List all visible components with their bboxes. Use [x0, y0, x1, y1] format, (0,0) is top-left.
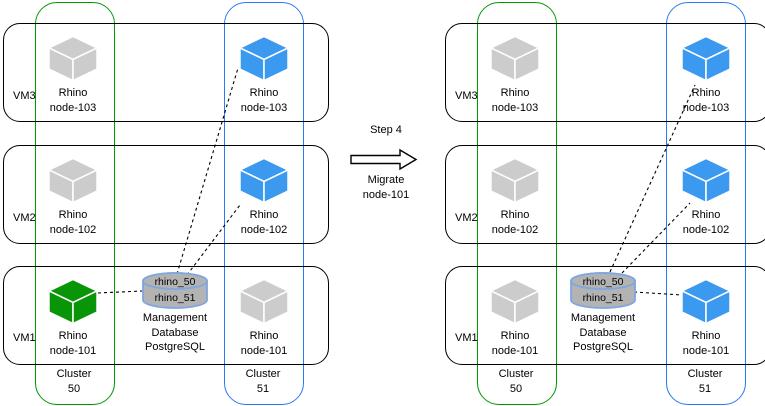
node-vm3-cluster51: Rhino node-103 [224, 35, 304, 116]
cluster-caption-number: 50 [509, 383, 523, 395]
cube-icon [239, 278, 289, 325]
node-id-label: node-102 [491, 224, 539, 236]
vm3-label: VM3 [455, 90, 478, 102]
cluster-caption-word: Cluster [498, 368, 534, 380]
cube-icon [239, 157, 289, 204]
node-vm2-cluster51: Rhino node-102 [224, 157, 304, 238]
migrate-action-label: Migrate node-101 [336, 173, 436, 203]
vm1-label: VM1 [13, 332, 36, 344]
management-database: rhino_50 rhino_51 [142, 272, 208, 309]
node-app-label: Rhino [58, 330, 88, 342]
vm3-label: VM3 [13, 90, 36, 102]
node-id-label: node-102 [240, 224, 288, 236]
database-caption-line1: Management [142, 312, 208, 324]
cluster-caption-number: 50 [67, 383, 81, 395]
db-schema-rhino50: rhino_50 [582, 276, 624, 288]
node-id-label: node-101 [240, 345, 288, 357]
node-vm2-cluster51: Rhino node-102 [666, 157, 746, 238]
management-database: rhino_50 rhino_51 [570, 272, 636, 309]
db-schema-rhino50: rhino_50 [154, 276, 196, 288]
cluster-51-caption: Cluster 51 [224, 367, 302, 397]
vm1-row [445, 266, 765, 365]
transition-block: Step 4 Migrate node-101 [330, 0, 442, 406]
cluster-50-caption: Cluster 50 [477, 367, 555, 397]
node-id-label: node-102 [49, 224, 97, 236]
vm3-row [445, 23, 765, 122]
node-app-label: Rhino [249, 87, 279, 99]
node-app-label: Rhino [58, 209, 88, 221]
node-app-label: Rhino [691, 330, 721, 342]
node-app-label: Rhino [691, 87, 721, 99]
panel-after: VM3 VM2 VM1 Rhino node-103 Rhino node-10… [442, 0, 765, 406]
cluster-50-boundary [477, 2, 557, 405]
cube-icon [48, 157, 98, 204]
vm3-row [3, 23, 329, 122]
database-caption-line1: Management [570, 312, 636, 324]
vm2-label: VM2 [13, 212, 36, 224]
node-vm2-cluster50: Rhino node-102 [475, 157, 555, 238]
node-id-label: node-101 [49, 345, 97, 357]
node-vm2-cluster50: Rhino node-102 [33, 157, 113, 238]
panel-before: VM3 VM2 VM1 Rhino node-103 Rhino node-10… [0, 0, 330, 406]
cluster-50-boundary [35, 2, 115, 405]
cluster-51-caption: Cluster 51 [666, 367, 744, 397]
vm2-row [445, 145, 765, 244]
database-cylinder-icon [570, 272, 636, 309]
database-caption-line2: Database [579, 326, 627, 339]
node-id-label: node-101 [491, 345, 539, 357]
cluster-50-caption: Cluster 50 [35, 367, 113, 397]
cube-icon [490, 157, 540, 204]
node-app-label: Rhino [249, 209, 279, 221]
cluster-caption-word: Cluster [245, 368, 281, 380]
cube-icon [681, 35, 731, 82]
node-vm1-cluster50: Rhino node-101 [475, 278, 555, 359]
node-vm3-cluster51: Rhino node-103 [666, 35, 746, 116]
vm2-row [3, 145, 329, 244]
node-app-label: Rhino [58, 87, 88, 99]
node-id-label: node-103 [49, 102, 97, 114]
node-id-label: node-103 [682, 102, 730, 114]
migrate-action-line1: Migrate [367, 174, 405, 186]
step-label: Step 4 [370, 124, 402, 136]
db-schema-rhino51: rhino_51 [154, 292, 196, 304]
migrate-arrow-icon [350, 148, 418, 171]
cluster-caption-number: 51 [698, 383, 712, 395]
database-caption-line3: PostgreSQL [145, 341, 205, 353]
cluster-caption-word: Cluster [56, 368, 92, 380]
node-app-label: Rhino [500, 87, 530, 99]
node-vm3-cluster50: Rhino node-103 [475, 35, 555, 116]
node-id-label: node-102 [682, 224, 730, 236]
vm1-label: VM1 [455, 332, 478, 344]
node-app-label: Rhino [500, 209, 530, 221]
database-caption: Management Database PostgreSQL [115, 311, 235, 355]
node-app-label: Rhino [249, 330, 279, 342]
vm2-label: VM2 [455, 212, 478, 224]
cube-icon [490, 278, 540, 325]
cluster-caption-number: 51 [256, 383, 270, 395]
cube-icon [239, 35, 289, 82]
node-vm1-cluster51: Rhino node-101 [224, 278, 304, 359]
node-vm1-cluster51: Rhino node-101 [666, 278, 746, 359]
db-schema-rhino51: rhino_51 [582, 292, 624, 304]
database-cylinder-icon [142, 272, 208, 309]
node-id-label: node-101 [682, 345, 730, 357]
cube-icon [681, 157, 731, 204]
node-id-label: node-103 [491, 102, 539, 114]
cube-icon [48, 278, 98, 325]
database-caption-line2: Database [151, 326, 199, 339]
cube-icon [681, 278, 731, 325]
node-vm3-cluster50: Rhino node-103 [33, 35, 113, 116]
node-app-label: Rhino [500, 330, 530, 342]
database-caption-line3: PostgreSQL [573, 341, 633, 353]
node-app-label: Rhino [691, 209, 721, 221]
cluster-caption-word: Cluster [687, 368, 723, 380]
node-id-label: node-103 [240, 102, 288, 114]
vm1-row [3, 266, 329, 365]
cube-icon [48, 35, 98, 82]
cube-icon [490, 35, 540, 82]
database-caption: Management Database PostgreSQL [543, 311, 663, 355]
migrate-action-line2: node-101 [362, 189, 410, 201]
node-vm1-cluster50: Rhino node-101 [33, 278, 113, 359]
